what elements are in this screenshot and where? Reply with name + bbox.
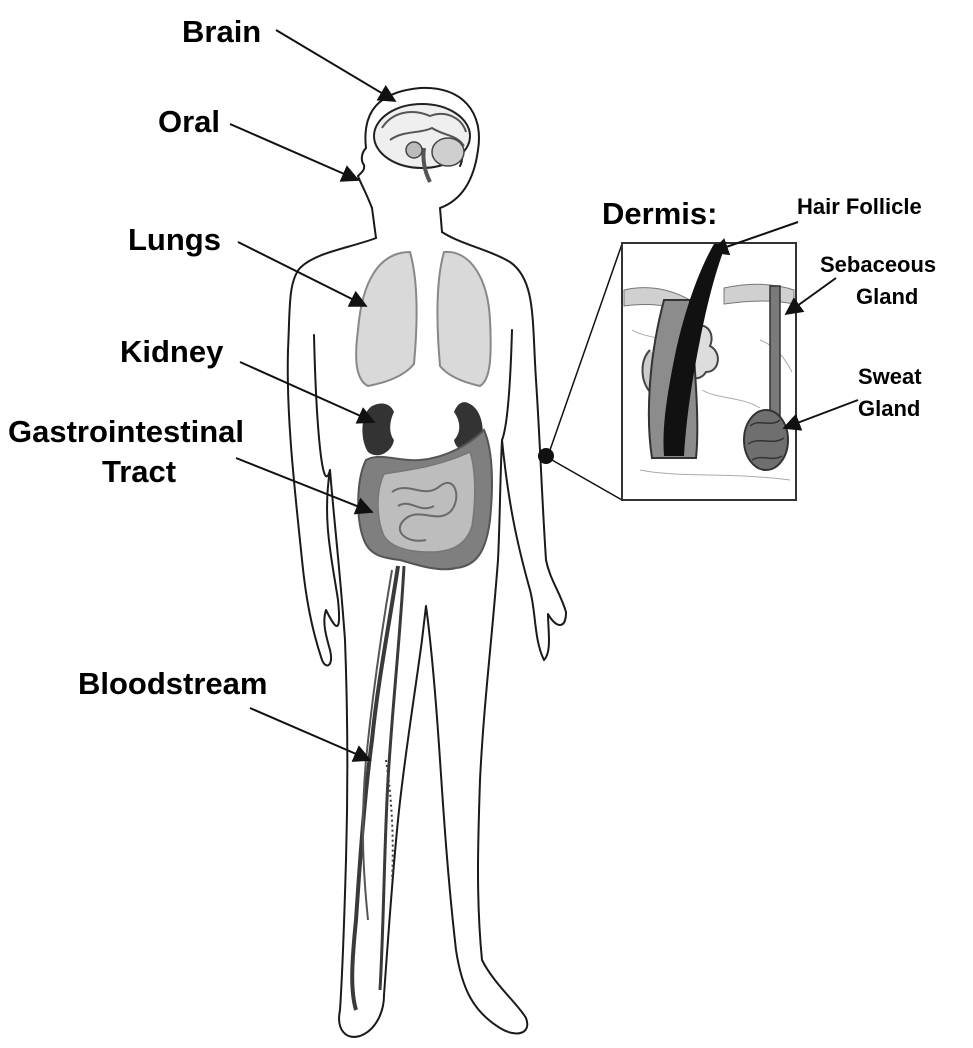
brain-arrow [276, 30, 395, 101]
lungs-organ [356, 252, 491, 386]
dermis-label: Dermis: [602, 196, 717, 231]
lungs-arrow [238, 242, 366, 306]
dermis-location-dot [538, 448, 554, 464]
bloodstream-vessels [352, 566, 404, 1010]
bloodstream-arrow [250, 708, 370, 760]
oral-arrow [230, 124, 358, 180]
sweat-gland-label-line2: Gland [858, 396, 920, 421]
hair-follicle-label: Hair Follicle [797, 194, 922, 219]
oral-label: Oral [158, 104, 220, 139]
dermis-inset [622, 243, 796, 500]
lungs-label: Lungs [128, 222, 221, 257]
sebaceous-gland-label-line2: Gland [856, 284, 918, 309]
bloodstream-label: Bloodstream [78, 666, 267, 701]
brain-organ [374, 104, 470, 182]
kidney-arrow [240, 362, 374, 422]
brain-label: Brain [182, 14, 261, 49]
kidney-label: Kidney [120, 334, 224, 369]
sebaceous-gland-label-line1: Sebaceous [820, 252, 936, 277]
sweat-gland-label-line1: Sweat [858, 364, 922, 389]
gi-tract-label-line2: Tract [102, 454, 176, 489]
gi-tract-label-line1: Gastrointestinal [8, 414, 244, 449]
dermis-callout [538, 244, 622, 500]
gi-tract-arrow [236, 458, 372, 512]
